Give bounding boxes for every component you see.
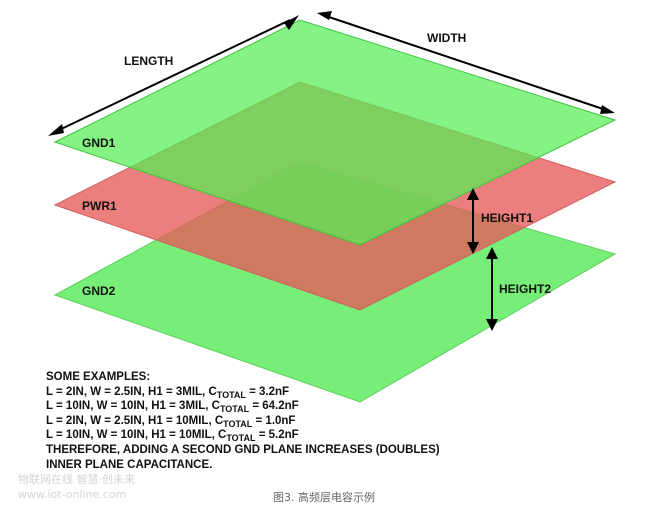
length-label: LENGTH	[124, 54, 173, 68]
example-line: L = 2IN, W = 2.5IN, H1 = 10MIL, CTOTAL =…	[46, 414, 296, 429]
height2-label: HEIGHT2	[499, 282, 551, 296]
height1-arrow	[467, 188, 479, 254]
examples-notes: SOME EXAMPLES: L = 2IN, W = 2.5IN, H1 = …	[46, 370, 526, 472]
gnd2-label: GND2	[82, 284, 116, 298]
height2-arrow	[486, 247, 498, 331]
conclusion-line-1: THEREFORE, ADDING A SECOND GND PLANE INC…	[46, 443, 440, 456]
width-label: WIDTH	[427, 31, 466, 45]
pwr1-label: PWR1	[82, 199, 117, 213]
gnd1-label: GND1	[82, 136, 116, 150]
example-line: L = 10IN, W = 10IN, H1 = 3MIL, CTOTAL = …	[46, 400, 299, 415]
examples-heading: SOME EXAMPLES:	[46, 371, 151, 383]
watermark: 物联网在线 智慧·创未来 www.iot-online.com	[18, 472, 218, 504]
watermark-line-1: 物联网在线 智慧·创未来	[18, 473, 135, 486]
gnd1-plane	[53, 19, 617, 246]
figure-caption: 图3. 高频层电容示例	[273, 491, 375, 504]
width-arrow	[317, 11, 615, 114]
example-line: L = 2IN, W = 2.5IN, H1 = 3MIL, CTOTAL = …	[46, 385, 290, 400]
watermark-line-2: www.iot-online.com	[18, 488, 127, 501]
example-line: L = 10IN, W = 10IN, H1 = 10MIL, CTOTAL =…	[46, 429, 299, 444]
conclusion-line-2: INNER PLANE CAPACITANCE.	[46, 458, 213, 471]
height1-label: HEIGHT1	[481, 211, 533, 225]
length-arrow	[48, 15, 299, 136]
